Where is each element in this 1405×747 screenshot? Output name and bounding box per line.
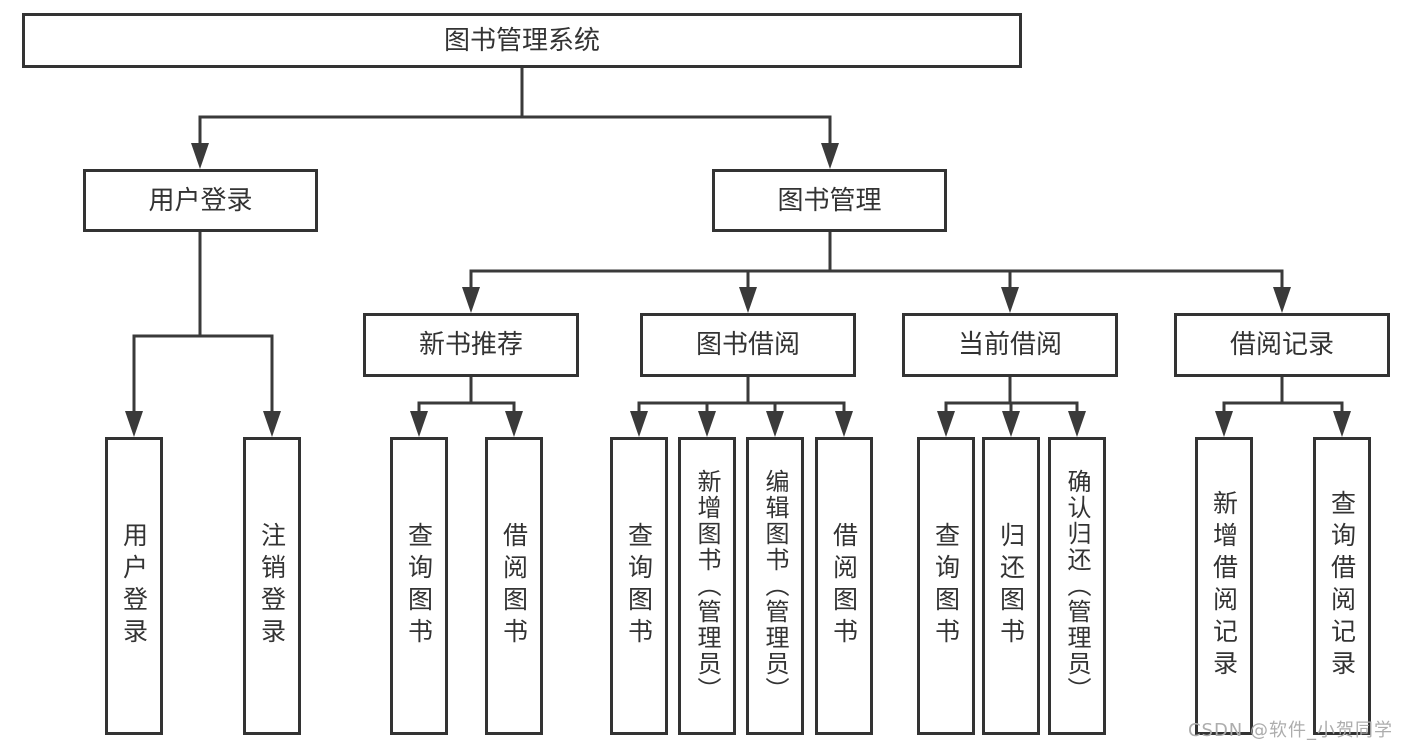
arrowhead [698,411,716,437]
arrowhead [462,287,480,313]
leaf-borrow-borrow-book: 借阅图书 [815,437,873,735]
arrowhead [1333,411,1351,437]
csdn-watermark: CSDN @软件_小贺同学 [1187,720,1393,741]
arrowhead [1273,287,1291,313]
arrowhead [821,143,839,169]
leaf-borrow-add-book-admin: 新增图书（管理员） [678,437,736,735]
leaf-borrow-query-book: 查询图书 [610,437,668,735]
arrowhead [937,411,955,437]
connector-root-to-level1 [198,68,832,146]
node-borrow-records: 借阅记录 [1174,313,1390,377]
node-book-management: 图书管理 [712,169,947,232]
connector-user-login-to-leaves [132,232,274,414]
connector-borrow-to-leaves [637,377,846,414]
node-user-login: 用户登录 [83,169,318,232]
arrowhead [739,287,757,313]
arrowhead [766,411,784,437]
leaf-borrow-edit-book-admin: 编辑图书（管理员） [746,437,804,735]
node-book-borrow: 图书借阅 [640,313,856,377]
connector-records-to-leaves [1222,377,1344,414]
leaf-logout: 注销登录 [243,437,301,735]
arrowhead [835,411,853,437]
arrowhead [1001,287,1019,313]
leaf-recommend-query-book: 查询图书 [390,437,448,735]
connector-book-management-to-level2 [469,232,1284,290]
connector-current-to-leaves [944,377,1079,414]
leaf-current-query-book: 查询图书 [917,437,975,735]
arrowhead [1002,411,1020,437]
arrowhead [630,411,648,437]
leaf-records-add-record: 新增借阅记录 [1195,437,1253,735]
node-new-book-recommend: 新书推荐 [363,313,579,377]
arrowhead [263,411,281,437]
node-current-borrow: 当前借阅 [902,313,1118,377]
arrowheads [125,143,1351,437]
leaf-current-return-book: 归还图书 [982,437,1040,735]
leaf-user-login: 用户登录 [105,437,163,735]
arrowhead [191,143,209,169]
connector-recommend-to-leaves [417,377,516,414]
arrowhead [410,411,428,437]
leaf-records-query-record: 查询借阅记录 [1313,437,1371,735]
arrowhead [1068,411,1086,437]
leaf-current-confirm-return-admin: 确认归还（管理员） [1048,437,1106,735]
arrowhead [125,411,143,437]
arrowhead [1215,411,1233,437]
arrowhead [505,411,523,437]
leaf-recommend-borrow-book: 借阅图书 [485,437,543,735]
node-library-system: 图书管理系统 [22,13,1022,68]
